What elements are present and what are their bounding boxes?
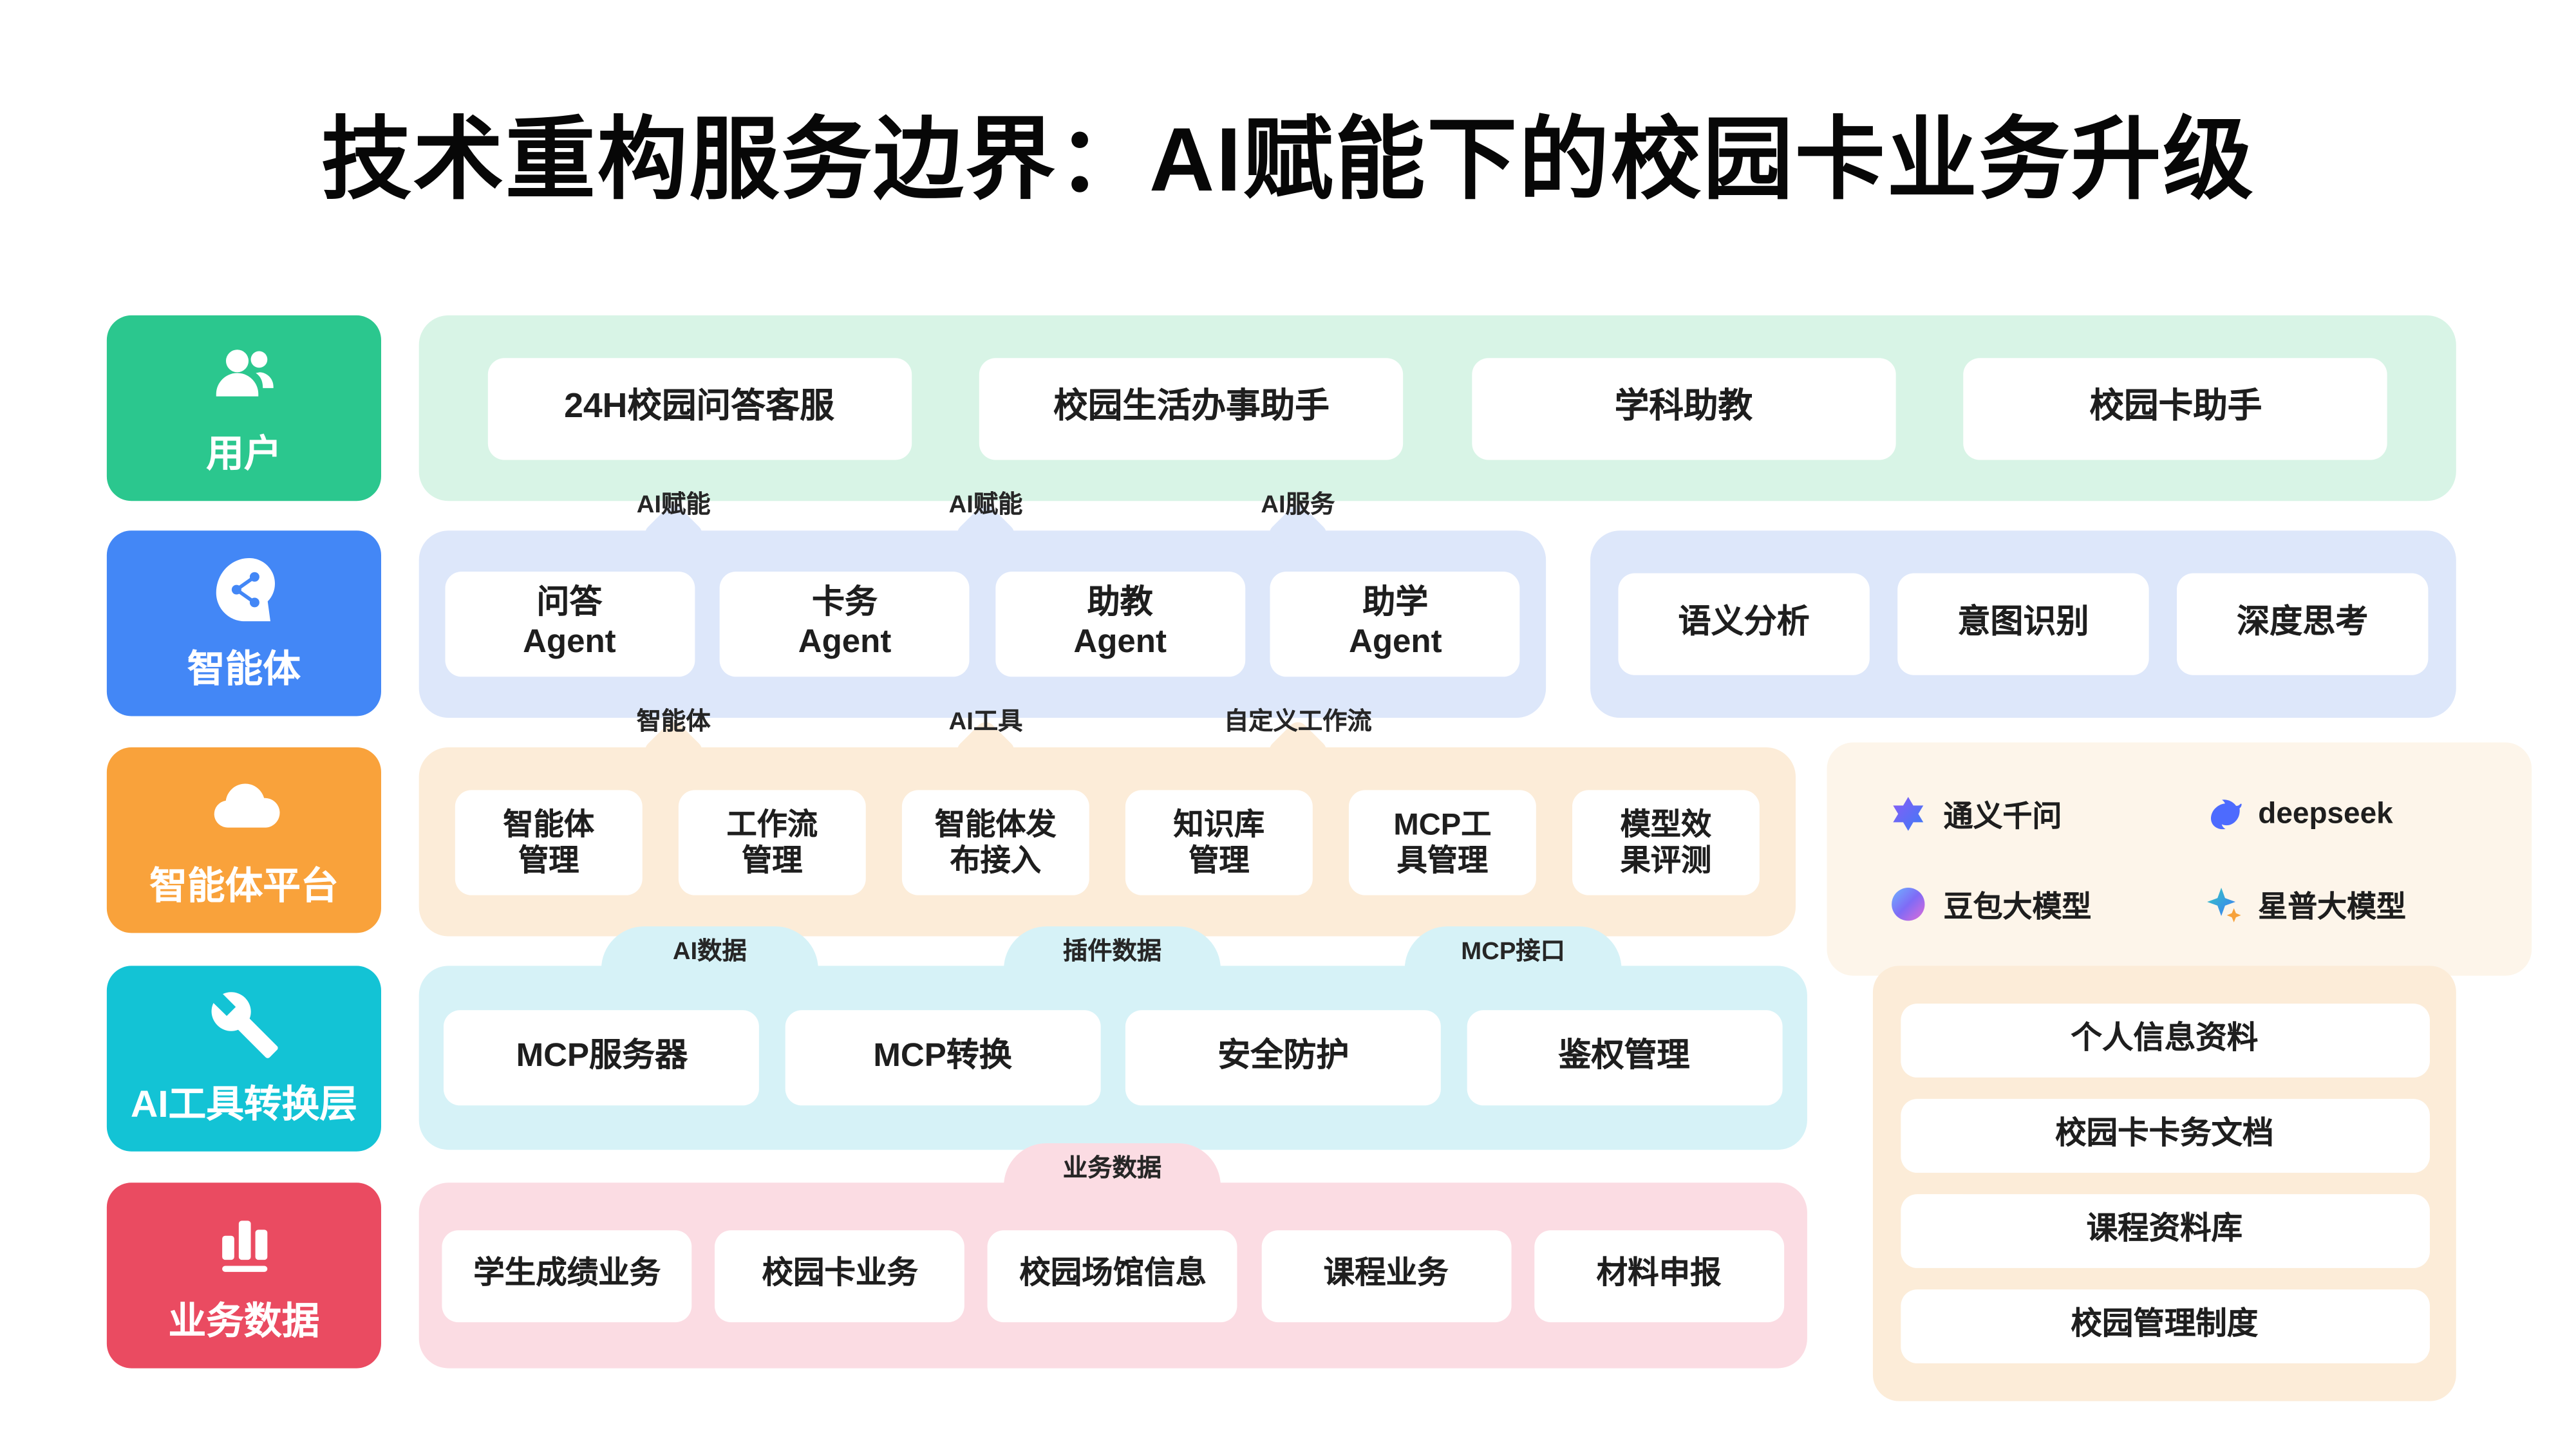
connector-label: 业务数据	[1062, 1154, 1162, 1183]
doc-box: 个人信息资料	[1900, 1004, 2429, 1078]
users-icon	[215, 350, 273, 397]
model-name: 豆包大模型	[1943, 889, 2092, 922]
mcp-box: MCP服务器	[444, 1010, 760, 1106]
platform-box: 智能体 管理	[455, 789, 643, 895]
connector-label: AI赋能	[636, 491, 711, 519]
doc-box: 校园管理制度	[1900, 1289, 2429, 1363]
model-name: 通义千问	[1943, 799, 2062, 832]
platform-box: 知识库 管理	[1125, 789, 1313, 895]
mcp-box: 安全防护	[1125, 1010, 1442, 1106]
agent-head-icon	[215, 557, 274, 622]
connector-dome	[1404, 926, 1622, 969]
service-box: 24H校园问答客服	[487, 357, 912, 460]
agent-box: 助教 Agent	[995, 571, 1245, 677]
capability-box: 语义分析	[1618, 573, 1870, 675]
agents-panel: AI赋能 AI赋能 AI服务 问答 Agent 卡务 Agent 助教 Agen…	[418, 491, 1547, 718]
mcp-panel: AI数据 插件数据 MCP接口 MCP服务器 MCP转换 安全防护 鉴权管理	[418, 926, 1807, 1150]
platform-box: 工作流 管理	[678, 789, 866, 895]
capability-box: 深度思考	[2177, 573, 2429, 675]
doubao-icon	[1892, 888, 1925, 921]
layer-label: AI工具转换层	[130, 1082, 357, 1125]
connector-label: MCP接口	[1461, 938, 1565, 966]
connector-dome	[1004, 926, 1221, 969]
connector-dome	[601, 926, 818, 969]
connector-dome	[1004, 1143, 1221, 1186]
service-box: 学科助教	[1471, 357, 1896, 460]
layer-users: 用户	[106, 315, 381, 501]
capability-box: 意图识别	[1897, 573, 2149, 675]
connector-label: 自定义工作流	[1223, 707, 1372, 736]
agent-box: 助学 Agent	[1270, 571, 1521, 677]
layer-label: 智能体平台	[149, 864, 339, 907]
service-box: 校园生活办事助手	[979, 357, 1404, 460]
wrench-icon	[211, 992, 277, 1058]
business-box: 校园场馆信息	[988, 1229, 1238, 1322]
business-box: 材料申报	[1534, 1229, 1784, 1322]
connector-label: 智能体	[636, 707, 711, 736]
platform-box: 智能体发 布接入	[901, 789, 1089, 895]
layer-business-data: 业务数据	[106, 1183, 381, 1369]
doc-box: 校园卡卡务文档	[1900, 1099, 2429, 1173]
platform-box: MCP工 具管理	[1348, 789, 1536, 895]
layer-ai-tool-conversion: AI工具转换层	[106, 966, 381, 1152]
connector-label: 插件数据	[1062, 938, 1162, 966]
layer-label: 智能体	[187, 647, 301, 690]
service-box: 校园卡助手	[1964, 357, 2388, 460]
ai-capabilities-panel: 语义分析 意图识别 深度思考	[1590, 530, 2456, 718]
connector-label: AI服务	[1261, 491, 1335, 519]
layer-agent-platform: 智能体平台	[106, 747, 381, 933]
agent-box: 卡务 Agent	[720, 571, 970, 677]
layer-agent: 智能体	[106, 530, 381, 716]
model-name: deepseek	[2258, 796, 2393, 830]
connector-label: AI工具	[948, 707, 1023, 736]
bar-chart-icon	[221, 1220, 267, 1272]
model-name: 星普大模型	[2258, 889, 2406, 922]
user-services-panel: 24H校园问答客服 校园生活办事助手 学科助教 校园卡助手	[418, 315, 2456, 501]
model-item: deepseek	[2204, 795, 2519, 833]
knowledge-panel: 个人信息资料 校园卡卡务文档 课程资料库 校园管理制度	[1872, 966, 2456, 1401]
tongyi-icon	[1893, 796, 1924, 831]
model-item: 通义千问	[1889, 792, 2204, 835]
mcp-box: MCP转换	[785, 1010, 1101, 1106]
page-title: 技术重构服务边界：AI赋能下的校园卡业务升级	[321, 108, 2255, 210]
deepseek-icon	[2210, 799, 2241, 830]
layer-label: 业务数据	[168, 1299, 320, 1342]
mcp-box: 鉴权管理	[1466, 1010, 1782, 1106]
doc-box: 课程资料库	[1900, 1194, 2429, 1268]
cloud-icon	[213, 783, 279, 828]
layer-label: 用户	[206, 432, 282, 475]
model-item: 星普大模型	[2204, 883, 2519, 926]
business-box: 校园卡业务	[715, 1229, 965, 1322]
business-box: 学生成绩业务	[442, 1229, 692, 1322]
models-panel: 通义千问 deepseek 豆包大模型 星普大模型	[1827, 742, 2532, 976]
model-item: 豆包大模型	[1889, 883, 2204, 926]
business-panel: 业务数据 学生成绩业务 校园卡业务 校园场馆信息 课程业务 材料申报	[418, 1143, 1807, 1369]
platform-box: 模型效 果评测	[1572, 789, 1760, 895]
xingpu-icon	[2206, 888, 2241, 922]
connector-label: AI数据	[672, 938, 747, 966]
connector-label: AI赋能	[948, 491, 1023, 519]
agent-box: 问答 Agent	[444, 571, 695, 677]
business-box: 课程业务	[1261, 1229, 1511, 1322]
platform-panel: 智能体 AI工具 自定义工作流 智能体 管理 工作流 管理 智能体发 布接入 知…	[418, 708, 1796, 937]
